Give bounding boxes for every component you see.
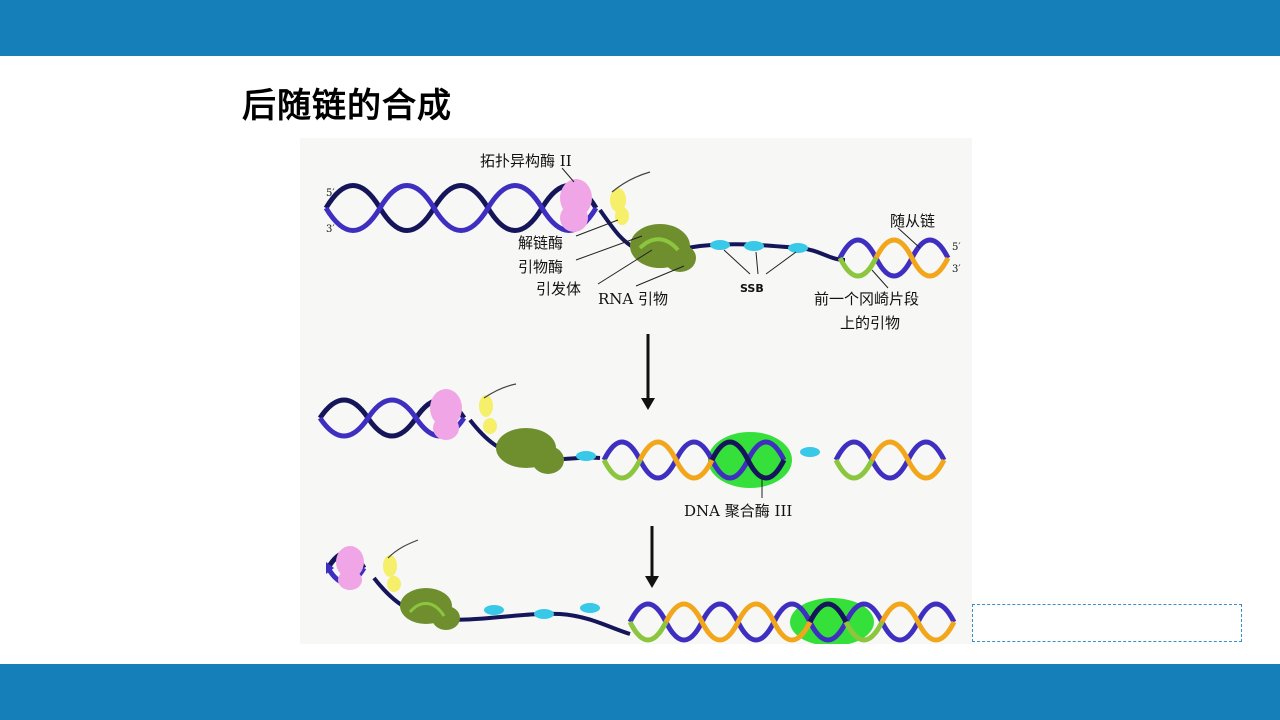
helicase-shape-p2 xyxy=(479,395,493,417)
helicase-shape-p2b xyxy=(483,418,497,434)
label-polymerase-iii: DNA 聚合酶 III xyxy=(684,502,792,520)
topoisomerase-shape-p3b xyxy=(338,570,362,590)
label-primosome: 引发体 xyxy=(536,280,581,298)
leading-template-tail-p2 xyxy=(483,383,517,399)
primase-shape-2 xyxy=(664,244,696,272)
rna-primer-new xyxy=(638,237,680,252)
label-3prime-right: 3′ xyxy=(952,264,961,275)
ssb-proteins-2 xyxy=(576,447,820,461)
okazaki-duplex-1 xyxy=(837,237,951,279)
panel-3 xyxy=(325,539,957,644)
primase-shape-p2b xyxy=(532,446,564,474)
lagging-template xyxy=(598,208,846,262)
ssb-proteins-3 xyxy=(484,603,600,619)
topoisomerase-shape-p2 xyxy=(430,389,462,427)
okazaki-duplex-2b xyxy=(833,439,947,481)
footer-band xyxy=(0,664,1280,720)
label-helicase: 解链酶 xyxy=(518,234,563,252)
label-5prime-right: 5′ xyxy=(952,242,961,253)
label-prev-primer-line2: 上的引物 xyxy=(840,314,900,332)
slide-title: 后随链的合成 xyxy=(242,86,452,126)
okazaki-duplex-2 xyxy=(601,439,787,481)
leading-template-tail xyxy=(611,171,651,193)
topoisomerase-shape-p3 xyxy=(336,546,364,578)
ssb-proteins-1 xyxy=(710,240,808,253)
topoisomerase-shape-p2b xyxy=(433,416,459,440)
label-primase: 引物酶 xyxy=(518,258,563,276)
topoisomerase-shape-2 xyxy=(560,204,588,232)
arrow-1-head xyxy=(641,398,655,410)
leading-template-tail-p3 xyxy=(387,539,419,559)
helicase-shape-p3 xyxy=(383,555,397,577)
label-rna-primer: RNA 引物 xyxy=(598,290,668,308)
okazaki-duplex-3 xyxy=(627,601,957,643)
leader-lines-1 xyxy=(561,167,921,289)
label-3prime-left: 3′ xyxy=(326,224,335,235)
helicase-shape-p3b xyxy=(387,576,401,592)
primase-shape-p3b xyxy=(432,606,460,630)
label-ssb: SSB xyxy=(740,282,764,295)
rna-primer-p3 xyxy=(408,602,446,617)
panel-1: 5′ 3′ 5′ 3′ xyxy=(323,152,961,332)
label-topoisomerase: 拓扑异构酶 II xyxy=(480,152,572,170)
helicase-shape-2 xyxy=(615,207,629,225)
empty-text-placeholder[interactable] xyxy=(972,604,1242,642)
header-band xyxy=(0,0,1280,56)
arrow-2-head xyxy=(645,576,659,588)
label-5prime-left: 5′ xyxy=(326,188,335,199)
diagram-canvas: 5′ 3′ 5′ 3′ xyxy=(300,138,972,644)
helicase-shape xyxy=(610,188,626,212)
label-prev-primer-line1: 前一个冈崎片段 xyxy=(814,290,919,308)
parental-duplex-1 xyxy=(323,183,599,233)
label-lagging-strand: 随从链 xyxy=(890,212,935,230)
lagging-strand-diagram: 5′ 3′ 5′ 3′ xyxy=(300,138,972,644)
panel-2: DNA 聚合酶 III xyxy=(317,383,947,520)
